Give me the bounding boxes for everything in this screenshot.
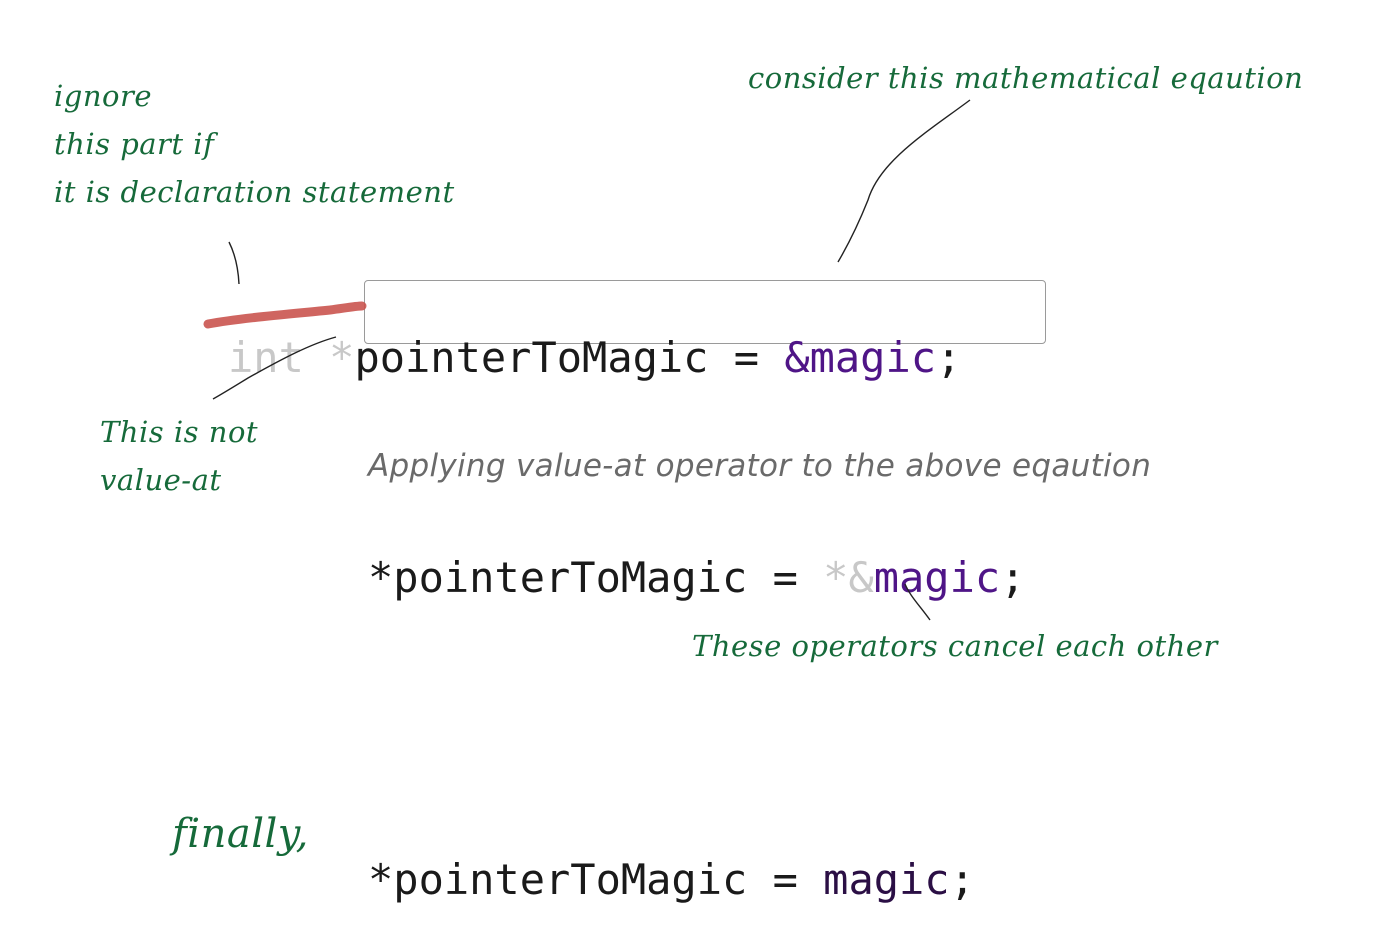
- magic-variable: magic: [873, 553, 1001, 602]
- cancelling-operators: *&: [823, 553, 874, 602]
- semicolon: ;: [936, 333, 962, 382]
- step-subtitle: Applying value-at operator to the above …: [368, 448, 1152, 484]
- not-value-at-line-2: value-at: [100, 463, 222, 497]
- assign-operator: =: [747, 855, 824, 904]
- consider-note-text: consider this mathematical eqaution: [748, 61, 1304, 95]
- result-line: *pointerToMagic = magic;: [368, 808, 975, 904]
- result-pointer-variable: *pointerToMagic: [368, 855, 748, 904]
- finally-note-text: finally,: [172, 811, 309, 857]
- result-magic-variable: magic: [823, 855, 950, 904]
- cancel-note: These operators cancel each other: [692, 622, 1218, 670]
- consider-note: consider this mathematical eqaution: [748, 54, 1303, 102]
- ignore-note-line-1: ignore: [54, 79, 153, 113]
- semicolon: ;: [1000, 553, 1026, 602]
- not-value-at-line-1: This is not: [100, 415, 259, 449]
- address-of-magic: &magic: [784, 333, 937, 382]
- pointer-variable: pointerToMagic: [354, 333, 709, 382]
- cancel-note-text: These operators cancel each other: [692, 629, 1218, 663]
- int-keyword: int: [228, 333, 304, 382]
- assign-operator: =: [708, 333, 785, 382]
- ignore-note-line-2: this part if: [54, 127, 215, 161]
- ignore-leader-line: [228, 241, 240, 285]
- ignore-note-line-3: it is declaration statement: [54, 175, 455, 209]
- dereference-line: *pointerToMagic = *&magic;: [368, 506, 1025, 602]
- declaration-star: *: [329, 333, 355, 382]
- consider-leader-line: [837, 99, 971, 263]
- finally-note: finally,: [172, 806, 309, 862]
- assign-operator: =: [747, 553, 824, 602]
- not-value-at-note: This is not value-at: [100, 408, 258, 504]
- declaration-line: int *pointerToMagic = &magic;: [228, 286, 961, 382]
- semicolon: ;: [949, 855, 975, 904]
- deref-pointer-variable: *pointerToMagic: [368, 553, 748, 602]
- ignore-note: ignore this part if it is declaration st…: [54, 72, 455, 216]
